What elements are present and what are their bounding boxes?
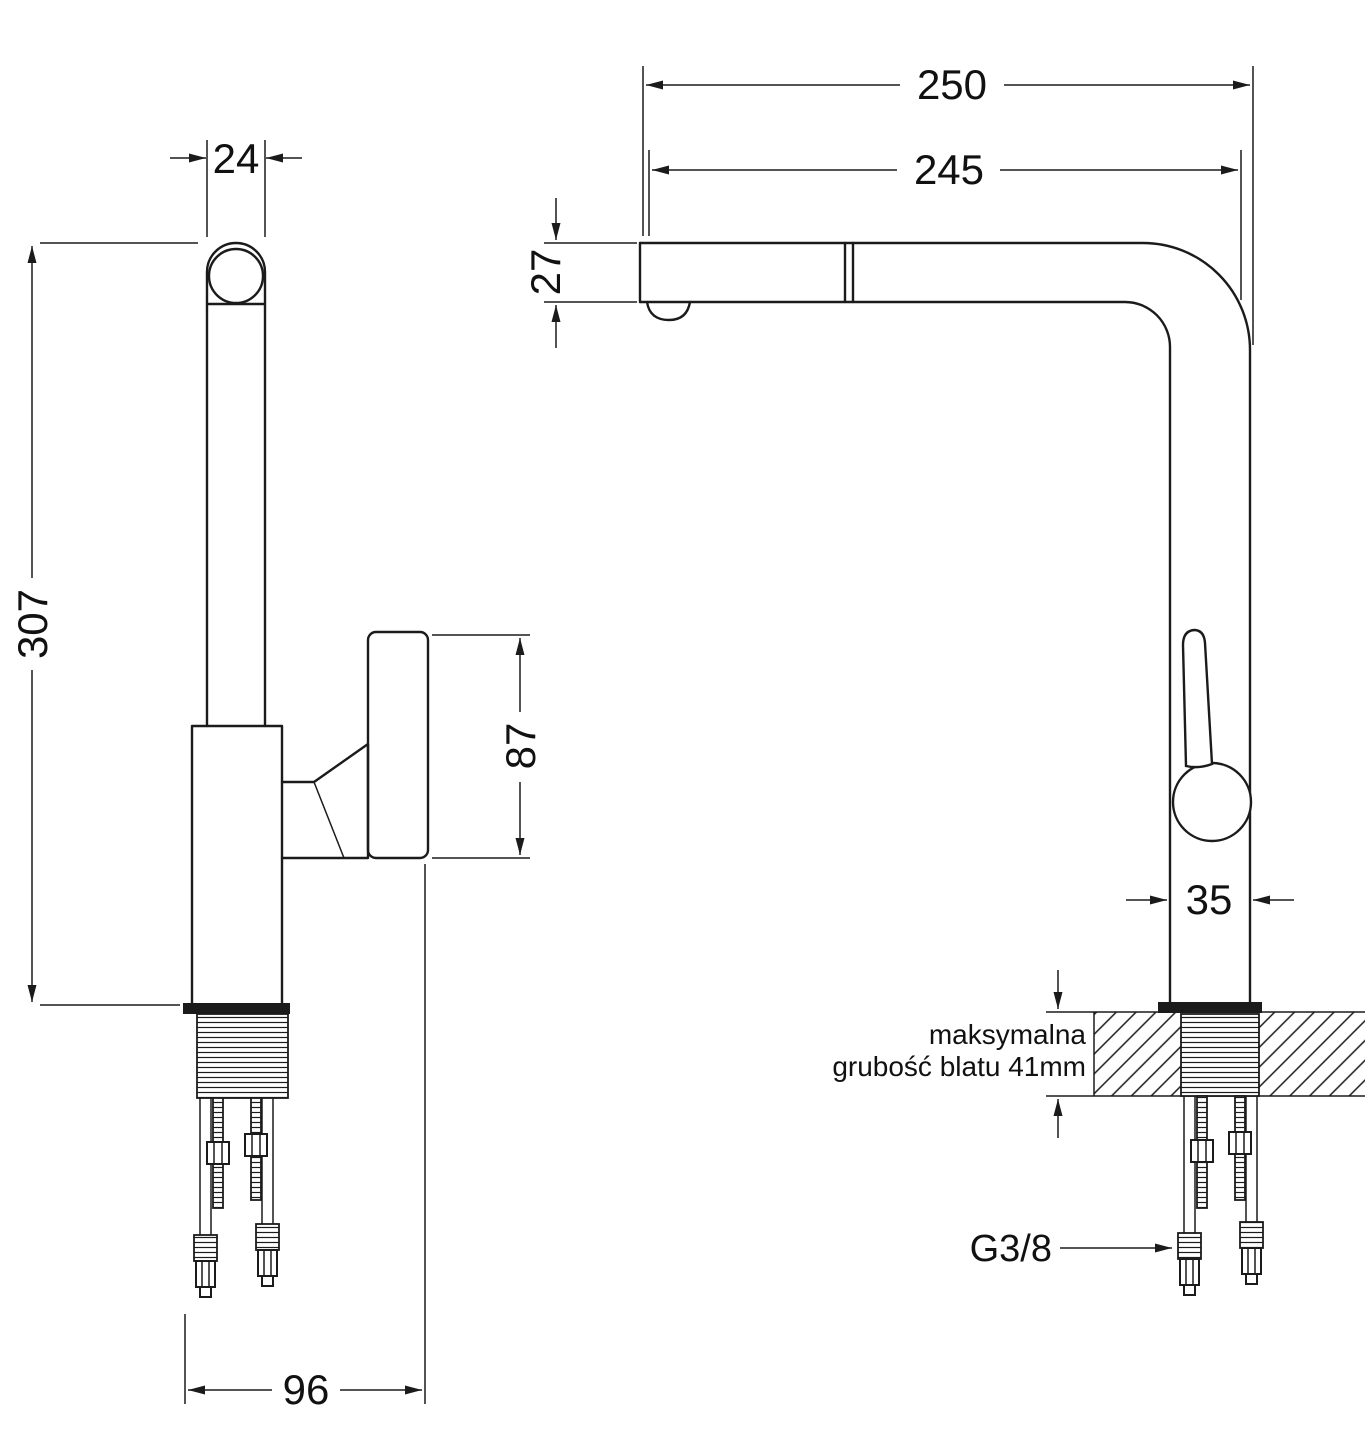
front-stud-nut-1-facets	[1197, 1140, 1207, 1162]
side-handle-joint-detail	[313, 781, 345, 859]
countertop	[1046, 1011, 1365, 1097]
side-hose-nut-2	[257, 1249, 278, 1277]
front-hose-nut-1-facets	[1185, 1259, 1194, 1285]
side-hose-tip-2	[261, 1275, 274, 1287]
dim-label-87: 87	[497, 723, 544, 770]
side-hose-tip-1	[199, 1286, 212, 1298]
front-base-flange	[1158, 1002, 1262, 1013]
front-hose-tip-2	[1245, 1273, 1258, 1285]
front-hose-nut-1	[1179, 1258, 1200, 1286]
front-hose-fitting-1	[1177, 1232, 1202, 1260]
thread-size-label: G3/8	[970, 1228, 1052, 1270]
thread-size-callout: G3/8	[970, 1228, 1172, 1270]
dimension-body-width: 35	[1126, 876, 1294, 923]
side-hose-fitting-1	[193, 1234, 218, 1262]
side-hose-nut-1	[195, 1260, 216, 1288]
countertop-thickness: maksymalna grubość blatu 41mm	[832, 970, 1086, 1138]
side-base-flange	[183, 1003, 290, 1014]
side-handle-joint	[280, 742, 370, 860]
side-body	[190, 724, 284, 1005]
side-mounting-hardware	[193, 1097, 280, 1298]
side-spout-cap-circle	[207, 247, 265, 305]
dim-label-250: 250	[917, 61, 987, 108]
dimension-handle-length: 87	[432, 634, 544, 859]
front-spout-top	[638, 241, 1252, 1004]
countertop-hatch-right	[1259, 1012, 1365, 1096]
dimension-spout-width: 24	[170, 135, 302, 237]
front-threaded-tube	[1180, 1013, 1260, 1097]
dim-label-27: 27	[522, 249, 569, 296]
side-spout-pipe	[205, 241, 267, 728]
side-stud-nut-1	[206, 1141, 230, 1165]
countertop-hatch-left	[1094, 1012, 1181, 1096]
side-stud-nut-1-facets	[213, 1142, 223, 1164]
side-hose-fitting-2	[255, 1223, 280, 1251]
dimension-spout-reach: 245	[648, 146, 1242, 300]
front-spout-bottom	[638, 300, 1172, 1004]
side-stud-nut-2	[244, 1133, 268, 1157]
front-pullout-seam	[843, 241, 855, 304]
dimension-spout-height: 27	[522, 198, 637, 348]
side-hoses	[199, 1098, 274, 1235]
dimension-base-depth: 96	[184, 864, 426, 1413]
dimension-overall-reach: 250	[642, 61, 1254, 345]
side-threaded-tube	[196, 1013, 289, 1099]
front-stud-nut-1	[1190, 1139, 1214, 1163]
front-stud-nut-2-facets	[1235, 1132, 1245, 1154]
front-handle-ball	[1171, 761, 1253, 843]
front-handle-lever	[1181, 628, 1214, 769]
dim-label-245: 245	[914, 146, 984, 193]
side-stud-nut-2-facets	[251, 1134, 261, 1156]
dim-label-307: 307	[9, 589, 56, 659]
side-handle-lever	[366, 630, 430, 860]
front-hose-tip-1	[1183, 1284, 1196, 1296]
side-view: 24 307 87 96	[9, 135, 544, 1413]
side-hose-nut-2-facets	[263, 1250, 272, 1276]
dim-label-24: 24	[213, 135, 260, 182]
front-mounting-hardware	[1177, 1095, 1264, 1296]
front-view: 250 245 27 35 maksymalna grubość bla	[522, 61, 1365, 1296]
dim-label-96: 96	[283, 1366, 330, 1413]
front-hose-nut-2-facets	[1247, 1248, 1256, 1274]
dimension-total-height: 307	[9, 242, 198, 1006]
countertop-note-line1: maksymalna	[929, 1019, 1087, 1050]
front-hose-fitting-2	[1239, 1221, 1264, 1249]
front-stud-nut-2	[1228, 1131, 1252, 1155]
side-hose-nut-1-facets	[201, 1261, 210, 1287]
countertop-note-line2: grubość blatu 41mm	[832, 1051, 1086, 1082]
front-hoses	[1183, 1096, 1258, 1233]
dim-label-35: 35	[1186, 876, 1233, 923]
front-aerator	[645, 300, 692, 322]
front-hose-nut-2	[1241, 1247, 1262, 1275]
